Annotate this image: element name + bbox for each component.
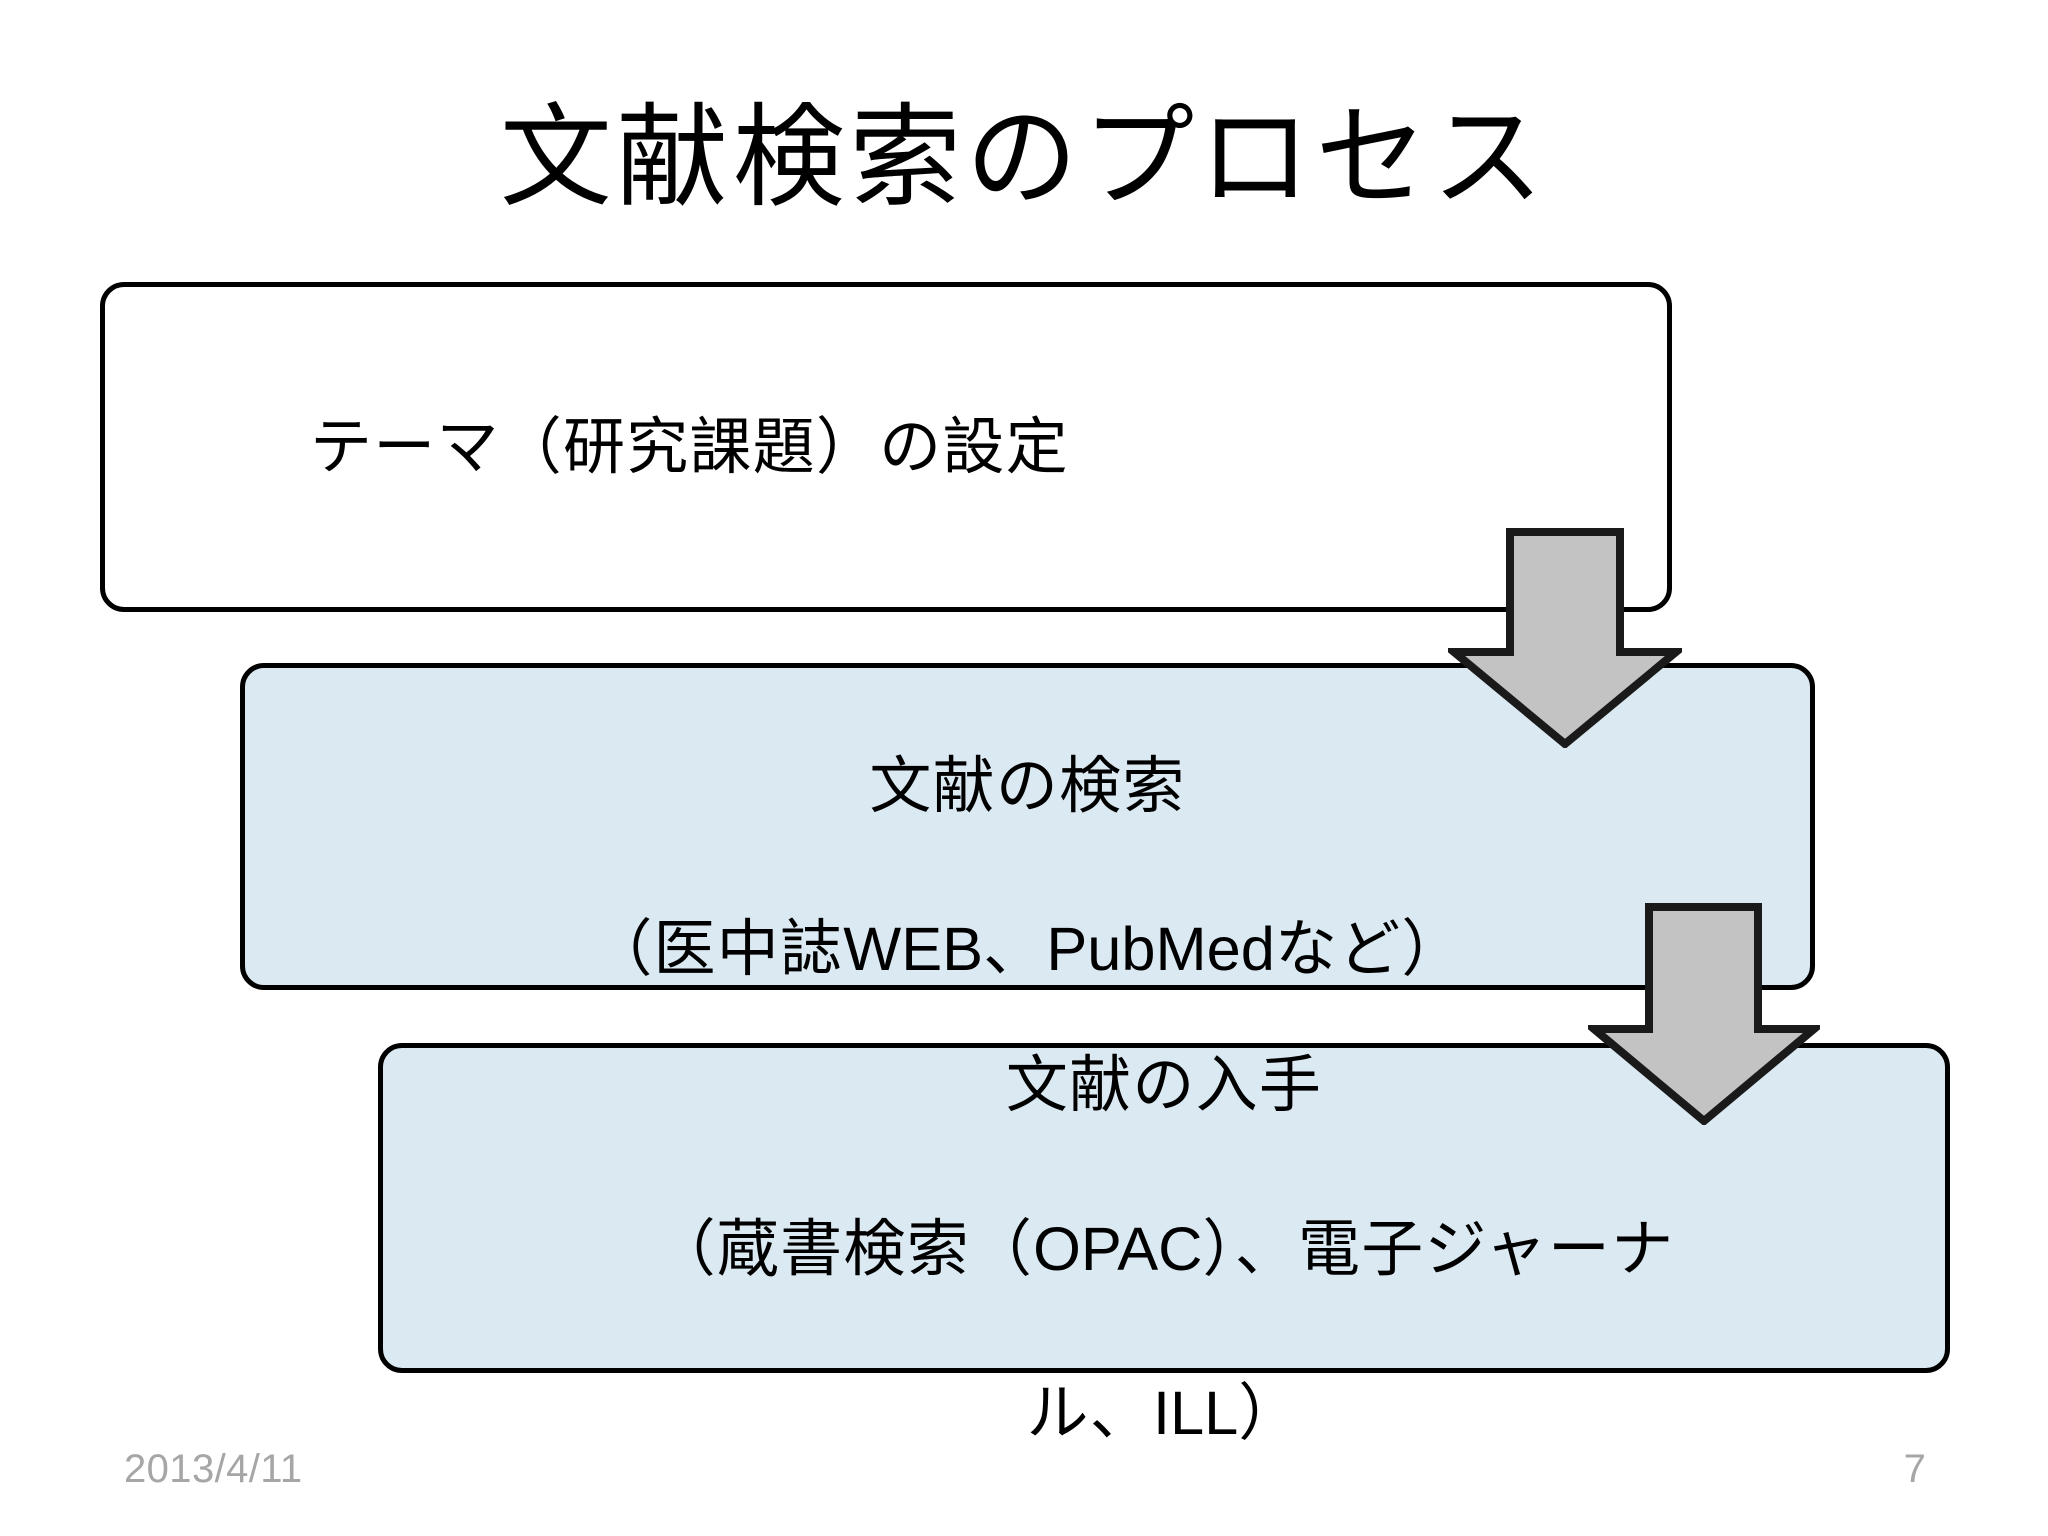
- page-number: 7: [1903, 1447, 1927, 1491]
- page-title: 文献検索のプロセス: [499, 93, 1549, 223]
- search-line-2-web: WEB: [843, 915, 984, 985]
- process-step-search-label: 文献の検索 （医中誌WEB、PubMedなど）: [245, 663, 1810, 990]
- obtain-line-3-pre: ル、: [1026, 1375, 1153, 1449]
- search-line-2-post: など）: [1274, 912, 1465, 986]
- down-arrow-shape: [1588, 903, 1820, 1125]
- search-line-2-pubmed: PubMed: [1046, 915, 1275, 985]
- obtain-line-2-post: ）、電子ジャーナ: [1202, 1211, 1675, 1285]
- obtain-line-3-post: ）: [1238, 1375, 1302, 1449]
- down-arrow-icon: [1588, 903, 1820, 1125]
- obtain-line-3-ill: ILL: [1152, 1378, 1239, 1448]
- process-step-obtain-label: 文献の入手 （蔵書検索（OPAC）、電子ジャーナ ル、ILL）: [383, 962, 1945, 1453]
- search-line-2-mid: 、: [983, 912, 1047, 986]
- process-step-theme[interactable]: テーマ（研究課題）の設定: [100, 282, 1672, 612]
- search-line-1: 文献の検索: [869, 748, 1186, 822]
- obtain-line-1: 文献の入手: [1005, 1048, 1323, 1122]
- obtain-line-2-opac: OPAC: [1033, 1214, 1203, 1284]
- down-arrow-icon: [1448, 528, 1682, 748]
- footer-date: 2013/4/11: [124, 1447, 303, 1491]
- search-line-2-pre: （医中誌: [590, 912, 844, 986]
- obtain-line-2-pre: （蔵書検索（: [653, 1211, 1034, 1285]
- process-step-theme-label: テーマ（研究課題）の設定: [310, 410, 1069, 484]
- down-arrow-shape: [1448, 528, 1682, 748]
